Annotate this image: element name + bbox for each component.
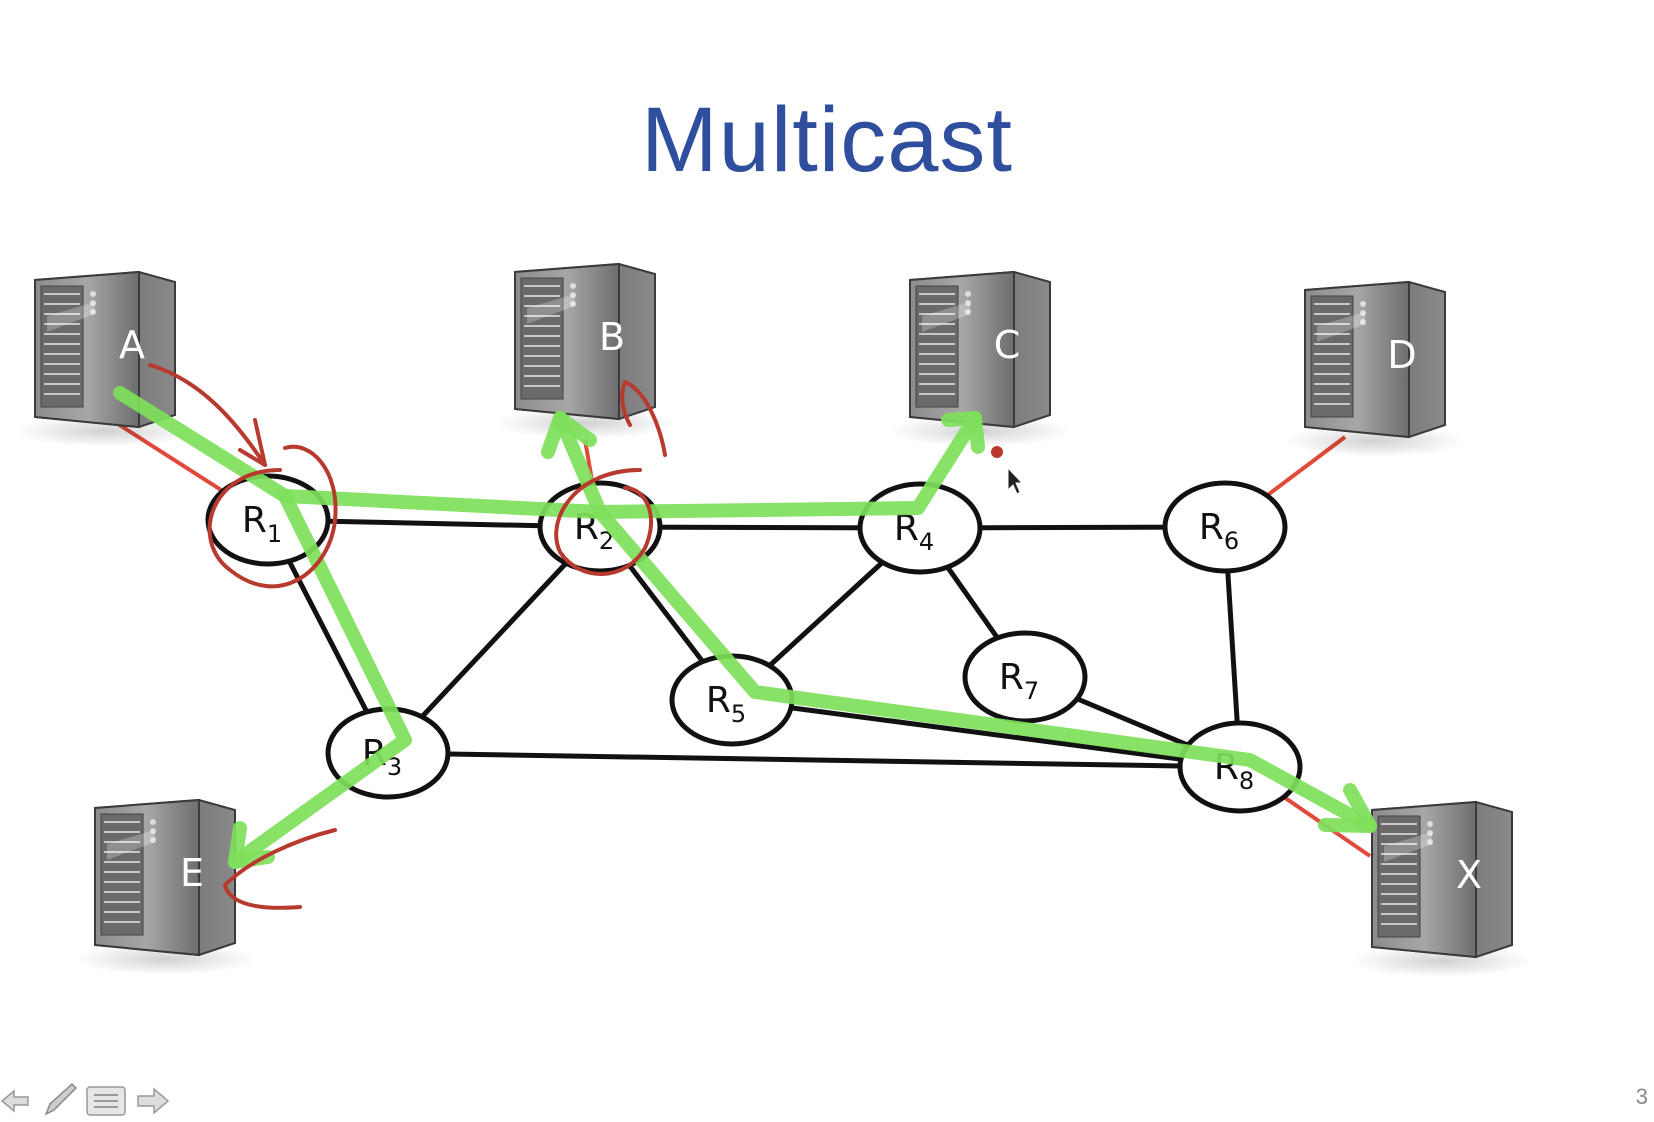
annotation-arrow-a bbox=[148, 363, 267, 467]
router-r8: R8 bbox=[1177, 720, 1303, 814]
router-r5: R5 bbox=[669, 653, 795, 747]
server-c-icon: C bbox=[889, 270, 1071, 447]
pen-icon[interactable] bbox=[42, 1082, 78, 1116]
router-label-r7: R7 bbox=[999, 657, 1039, 705]
server-e-icon: E bbox=[74, 798, 256, 975]
server-x-icon: X bbox=[1351, 800, 1533, 977]
slide-toolbar bbox=[0, 1080, 200, 1120]
multicast-paths bbox=[113, 386, 1377, 869]
server-label-d: D bbox=[1387, 333, 1416, 377]
link-R5-R8 bbox=[731, 697, 1241, 770]
servers: A B C D E X bbox=[14, 262, 1533, 977]
annotation-circle-r1 bbox=[207, 444, 338, 589]
multicast-path-r1-to-e bbox=[228, 489, 412, 869]
arrowhead-c bbox=[941, 411, 985, 454]
server-label-c: C bbox=[994, 323, 1021, 367]
link-R3-R8 bbox=[387, 750, 1241, 770]
annotation-arrow-b bbox=[620, 380, 667, 457]
server-label-b: B bbox=[599, 315, 625, 359]
router-label-r6: R6 bbox=[1199, 507, 1239, 555]
previous-arrow-icon[interactable] bbox=[0, 1086, 30, 1116]
router-r7: R7 bbox=[962, 630, 1088, 724]
next-arrow-icon[interactable] bbox=[136, 1086, 170, 1116]
arrowhead-b bbox=[541, 411, 597, 459]
slide-title: Multicast bbox=[641, 89, 1013, 191]
router-r6: R6 bbox=[1162, 480, 1288, 574]
annotation-circle-r2 bbox=[554, 468, 654, 576]
server-a-icon: A bbox=[14, 270, 196, 447]
menu-icon[interactable] bbox=[86, 1086, 126, 1116]
server-d-icon: D bbox=[1284, 280, 1466, 457]
router-label-r1: R1 bbox=[242, 500, 282, 548]
pointer-dot bbox=[991, 446, 1003, 458]
mouse-cursor-icon bbox=[1007, 466, 1024, 495]
page-number: 3 bbox=[1635, 1084, 1648, 1109]
server-label-a: A bbox=[119, 323, 145, 367]
server-label-x: X bbox=[1456, 853, 1482, 897]
annotation-arrowhead-a bbox=[238, 418, 267, 467]
router-label-r5: R5 bbox=[706, 680, 746, 728]
server-label-e: E bbox=[180, 851, 204, 895]
annotations bbox=[148, 363, 1024, 910]
annotation-arrow-e bbox=[223, 828, 337, 910]
multicast-path-r2-to-x bbox=[553, 411, 1377, 833]
arrowhead-x bbox=[1318, 783, 1377, 833]
server-b-icon: B bbox=[494, 262, 676, 439]
arrowhead-e bbox=[228, 821, 275, 869]
